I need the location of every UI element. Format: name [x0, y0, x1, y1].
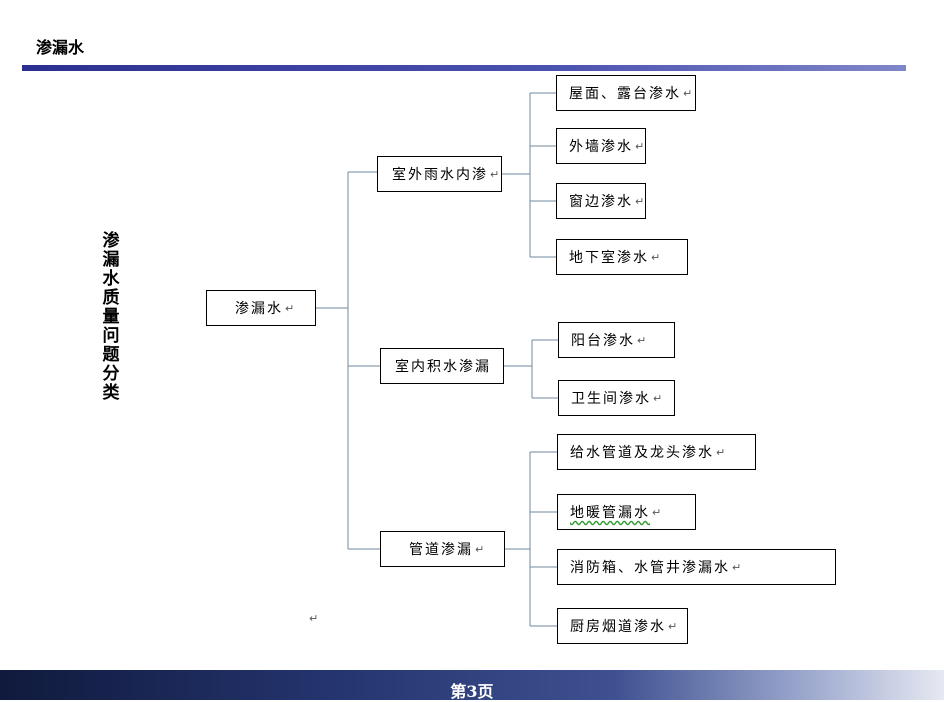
return-mark: ↵ [285, 301, 295, 315]
node-branch-pipe: 管道渗漏↵ [380, 531, 505, 567]
node-leaf-balcony: 阳台渗水↵ [558, 322, 675, 358]
return-mark: ↵ [668, 619, 678, 633]
node-leaf-fire-box: 消防箱、水管井渗漏水↵ [557, 549, 836, 585]
node-label: 地暖管漏水 [570, 505, 650, 521]
return-mark: ↵ [475, 542, 485, 556]
node-leaf-exterior-wall: 外墙渗水↵ [556, 128, 646, 164]
side-title-char: 分 [102, 364, 120, 384]
return-mark: ↵ [637, 333, 647, 347]
side-title-char: 漏 [102, 250, 120, 270]
node-label: 给水管道及龙头渗水 [570, 445, 714, 461]
side-title-char: 渗 [102, 231, 120, 251]
return-mark: ↵ [651, 250, 661, 264]
node-label: 厨房烟道渗水 [570, 619, 666, 635]
side-title-char: 问 [102, 326, 120, 346]
node-leaf-floor-heating: 地暖管漏水↵ [557, 494, 696, 530]
node-label: 渗漏水 [235, 301, 283, 317]
page-number: 第3页 [450, 682, 494, 701]
node-label: 外墙渗水 [569, 139, 633, 155]
node-leaf-bathroom: 卫生间渗水↵ [558, 380, 675, 416]
return-mark: ↵ [490, 167, 500, 181]
node-label: 室内积水渗漏 [395, 359, 491, 375]
side-title-char: 质 [102, 288, 120, 308]
node-leaf-window-edge: 窗边渗水↵ [556, 183, 646, 219]
return-mark: ↵ [683, 86, 693, 100]
return-mark: ↵ [635, 139, 645, 153]
node-leaf-water-supply: 给水管道及龙头渗水↵ [557, 434, 756, 470]
node-leaf-kitchen-flue: 厨房烟道渗水↵ [557, 608, 688, 644]
node-label: 消防箱、水管井渗漏水 [570, 560, 730, 576]
node-label: 地下室渗水 [569, 250, 649, 266]
node-label: 窗边渗水 [569, 194, 633, 210]
return-mark: ↵ [652, 505, 662, 519]
node-label: 阳台渗水 [571, 333, 635, 349]
node-label: 屋面、露台渗水 [569, 86, 681, 102]
page-title: 渗漏水 [36, 38, 85, 57]
node-label: 卫生间渗水 [571, 391, 651, 407]
side-title-char: 水 [102, 269, 120, 289]
node-leaf-basement: 地下室渗水↵ [556, 239, 688, 275]
node-branch-outdoor: 室外雨水内渗↵ [377, 156, 502, 192]
return-mark: ↵ [732, 560, 742, 574]
node-label: 室外雨水内渗 [392, 167, 488, 183]
side-title-char: 量 [102, 307, 120, 327]
title-rule [22, 65, 906, 71]
side-title-char: 题 [102, 345, 120, 365]
return-mark: ↵ [653, 391, 663, 405]
return-mark: ↵ [716, 445, 726, 459]
node-label: 管道渗漏 [409, 542, 473, 558]
stray-return-mark: ↵ [309, 612, 319, 625]
footer-bar [0, 670, 944, 700]
node-branch-indoor: 室内积水渗漏 [380, 348, 504, 384]
node-root: 渗漏水↵ [206, 290, 316, 326]
node-leaf-roof-terrace: 屋面、露台渗水↵ [556, 75, 696, 111]
return-mark: ↵ [635, 194, 645, 208]
side-title-char: 类 [102, 383, 120, 403]
side-title: 渗漏水质量问题分类 [100, 232, 122, 403]
